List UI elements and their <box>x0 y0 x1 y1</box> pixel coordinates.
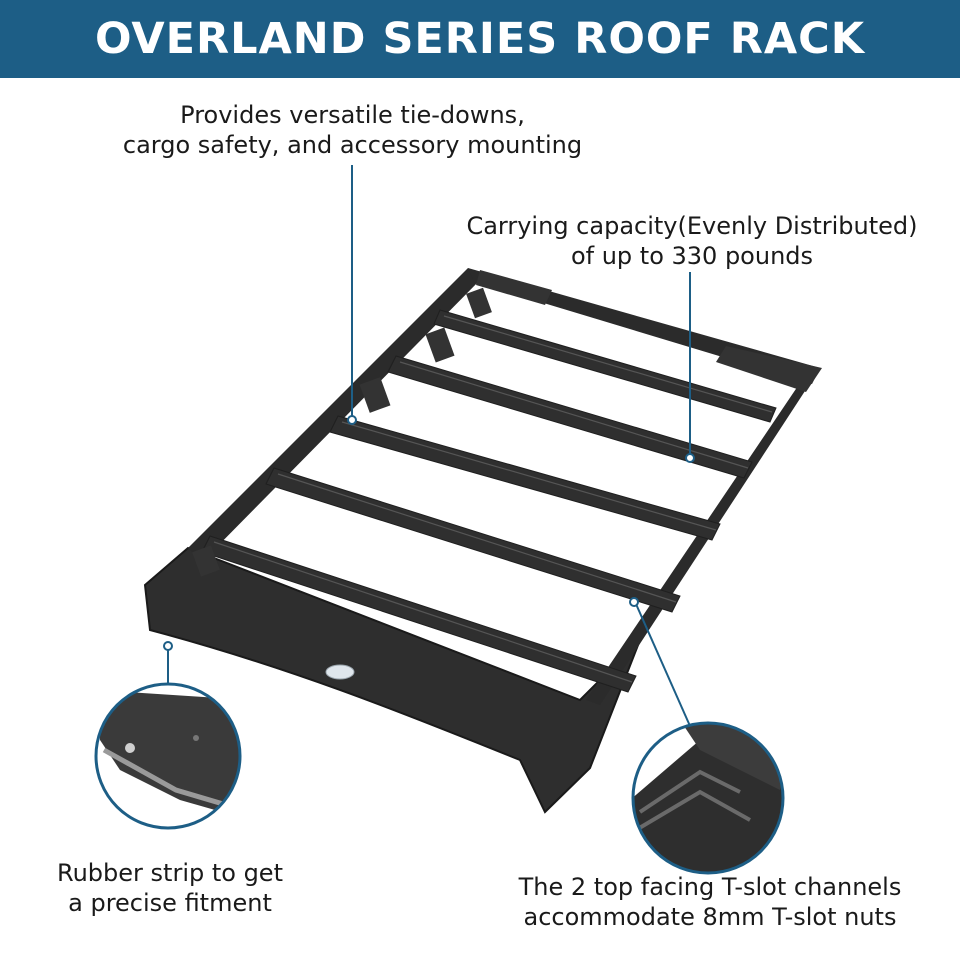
callout-line: cargo safety, and accessory mounting <box>122 131 583 159</box>
cross-bar <box>433 309 777 423</box>
rear-bracket <box>716 346 822 392</box>
rear-left-bracket <box>476 270 552 305</box>
callout-line: a precise fitment <box>68 889 272 917</box>
left-side-rail <box>188 268 482 562</box>
leader-dot-rubber <box>163 641 173 651</box>
callout-rubber-strip: Rubber strip to get a precise fitment <box>20 858 320 918</box>
callout-line: of up to 330 pounds <box>570 242 814 270</box>
detail-t-slot <box>631 721 785 875</box>
callout-line: Carrying capacity(Evenly Distributed) <box>466 212 918 240</box>
callout-line: The 2 top facing T-slot channels <box>518 873 902 901</box>
front-fairing-plate <box>143 546 641 814</box>
callout-t-slot: The 2 top facing T-slot channels accommo… <box>470 872 950 932</box>
callout-line: accommodate 8mm T-slot nuts <box>523 903 897 931</box>
callout-line: Provides versatile tie-downs, <box>180 101 525 129</box>
leader-dot-tslot <box>629 597 639 607</box>
leader-lines <box>163 165 695 727</box>
page-title: OVERLAND SERIES ROOF RACK <box>94 14 866 64</box>
leader-dot-tiedowns <box>347 415 357 425</box>
callout-tie-downs: Provides versatile tie-downs, cargo safe… <box>80 100 625 160</box>
brand-badge <box>325 664 355 680</box>
callout-line: Rubber strip to get <box>57 859 283 887</box>
callout-capacity: Carrying capacity(Evenly Distributed) of… <box>432 211 952 271</box>
title-banner: OVERLAND SERIES ROOF RACK <box>0 0 960 78</box>
cross-bar <box>201 535 637 693</box>
mounting-feet <box>192 287 492 577</box>
detail-rubber-strip <box>94 682 242 830</box>
leader-dot-capacity <box>685 453 695 463</box>
leader-line-tslot <box>635 603 691 727</box>
